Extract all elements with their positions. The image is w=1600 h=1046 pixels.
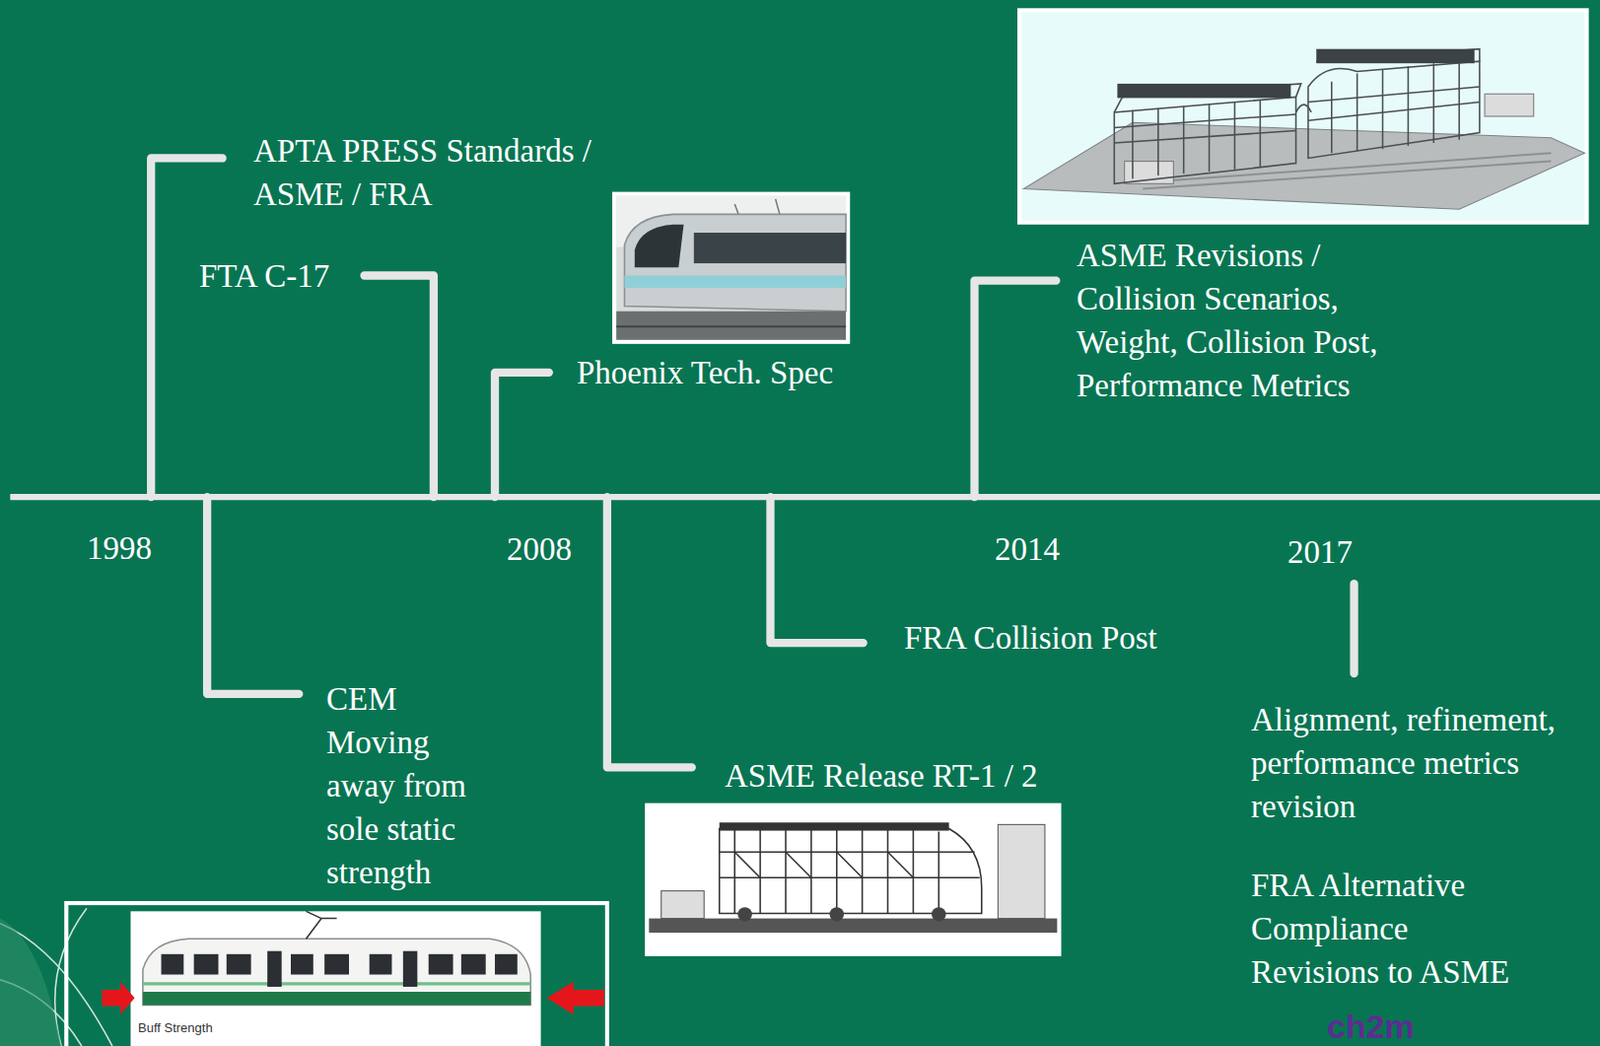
collision-model-image (644, 803, 1061, 957)
event-label: CEM Moving away from sole static strengt… (326, 677, 496, 895)
year-label: 2008 (506, 527, 572, 571)
year-label: 2014 (994, 527, 1060, 571)
crash-model-render (1017, 7, 1590, 224)
image-caption: Buff Strength (136, 1020, 215, 1037)
event-label: Alignment, refinement, performance metri… (1251, 697, 1589, 829)
event-label: FTA C-17 (199, 254, 330, 298)
buff-strength-image (66, 903, 608, 1046)
event-label: Phoenix Tech. Spec (576, 350, 834, 395)
event-label: ASME Revisions / Collision Scenarios, We… (1076, 233, 1424, 408)
logo-text: ch2m (1326, 1008, 1415, 1044)
timeline-axis (9, 493, 1600, 500)
event-label: APTA PRESS Standards / ASME / FRA (253, 129, 628, 216)
event-label: FRA Alternative Compliance Revisions to … (1251, 863, 1539, 994)
year-label: 2017 (1287, 530, 1353, 574)
event-label: FRA Collision Post (904, 616, 1158, 660)
tram-photo (612, 192, 850, 345)
event-label: ASME Release RT-1 / 2 (724, 754, 1039, 798)
year-label: 1998 (86, 526, 152, 570)
swirl (0, 907, 113, 1046)
